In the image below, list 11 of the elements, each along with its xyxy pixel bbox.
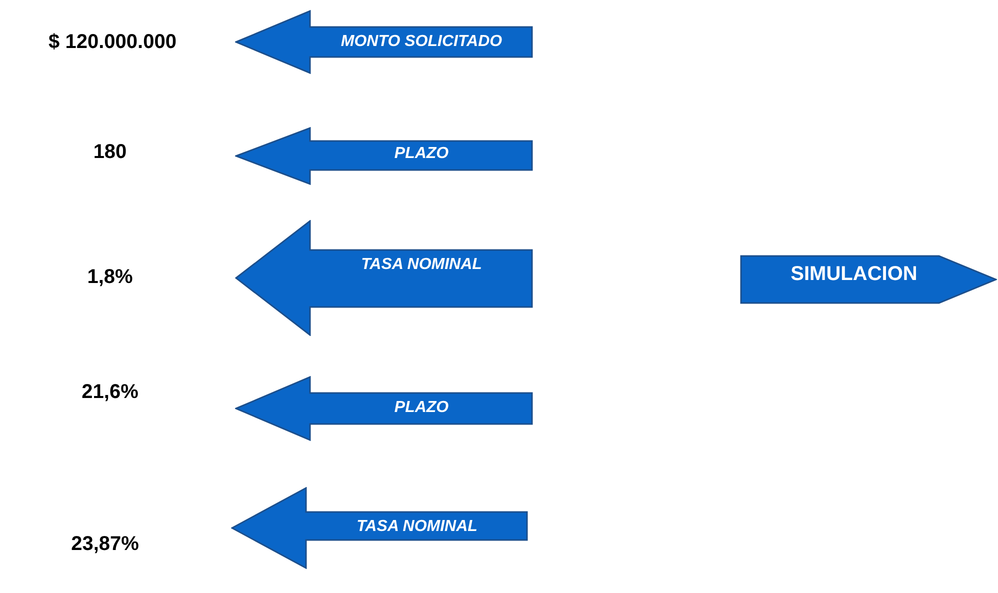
arrow-label: PLAZO	[393, 398, 450, 418]
arrow-label: TASA NOMINAL	[360, 255, 483, 275]
value-text: 180	[92, 140, 128, 165]
arrow-label: SIMULACION	[790, 264, 918, 284]
arrow-label: TASA NOMINAL	[356, 517, 478, 537]
arrow-label: PLAZO	[393, 144, 450, 164]
value-text: 23,87%	[70, 532, 140, 557]
value-text: 21,6%	[80, 380, 140, 405]
arrow-label: MONTO SOLICITADO	[340, 32, 504, 52]
value-text: 1,8%	[86, 265, 134, 290]
value-text: $ 120.000.000	[48, 30, 178, 55]
